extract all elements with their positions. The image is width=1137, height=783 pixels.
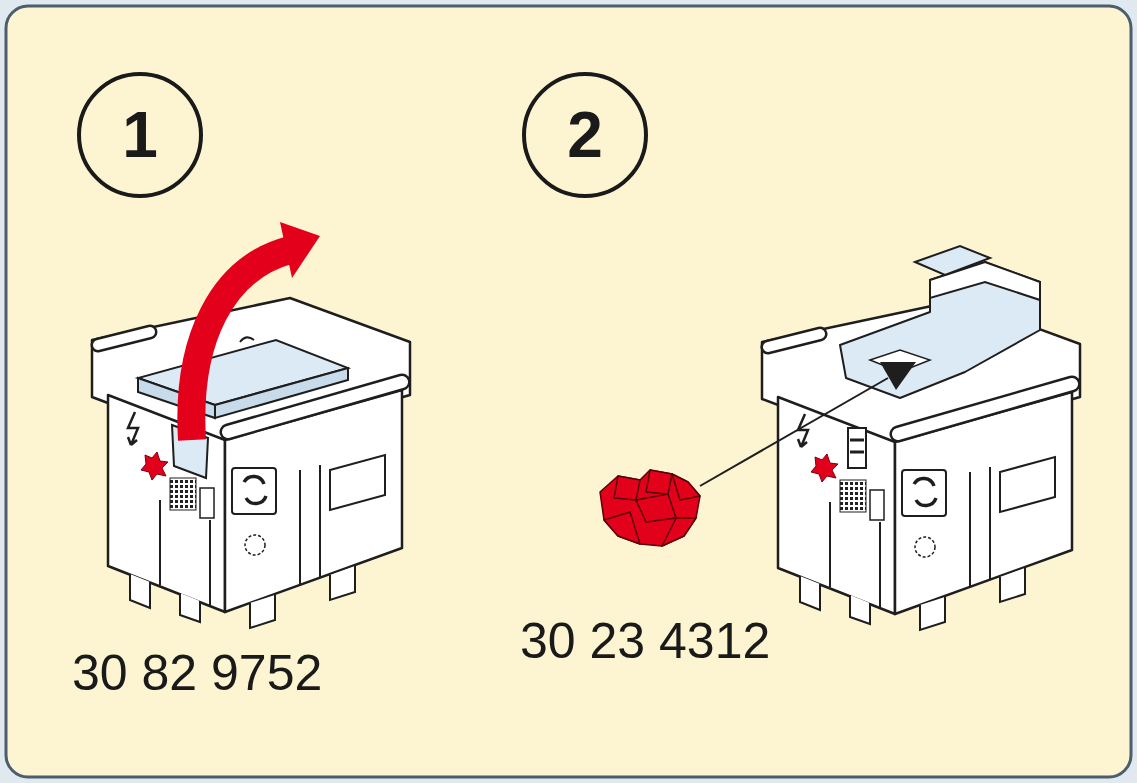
cartridge-holder [850,451,864,454]
cartridge-holder [850,439,864,442]
cartridge-holder [915,246,990,275]
sponge-insert-arrow [700,362,916,486]
cartridge-holder [215,368,348,418]
red-sponge [604,512,640,544]
part-number: 30 23 4312 [520,616,770,666]
cartridge-holder [762,246,1080,630]
step-number: 1 [122,103,158,167]
panel-frame [6,6,1131,777]
open-lid-arrow [280,222,320,278]
open-lid-arrow [191,222,320,440]
cartridge-holder [92,298,410,628]
sponge-insert-arrow [700,378,888,486]
red-sponge [646,470,672,494]
red-sponge [614,476,640,500]
step-number-circle: 1 [77,72,203,198]
red-sponge [600,470,700,546]
red-sponge [662,518,696,546]
cartridge-holder [840,262,1040,398]
cartridge-holder [848,428,866,468]
red-sponge [600,470,700,546]
open-lid-arrow [191,250,290,440]
sponge-insert-arrow [880,362,916,390]
step-number: 2 [567,103,603,167]
step-number-circle: 2 [522,72,648,198]
red-sponge [636,494,676,522]
part-number: 30 82 9752 [72,648,322,698]
cartridge-holder [92,298,410,628]
red-sponge [672,474,700,500]
cartridge-holder [240,337,254,342]
